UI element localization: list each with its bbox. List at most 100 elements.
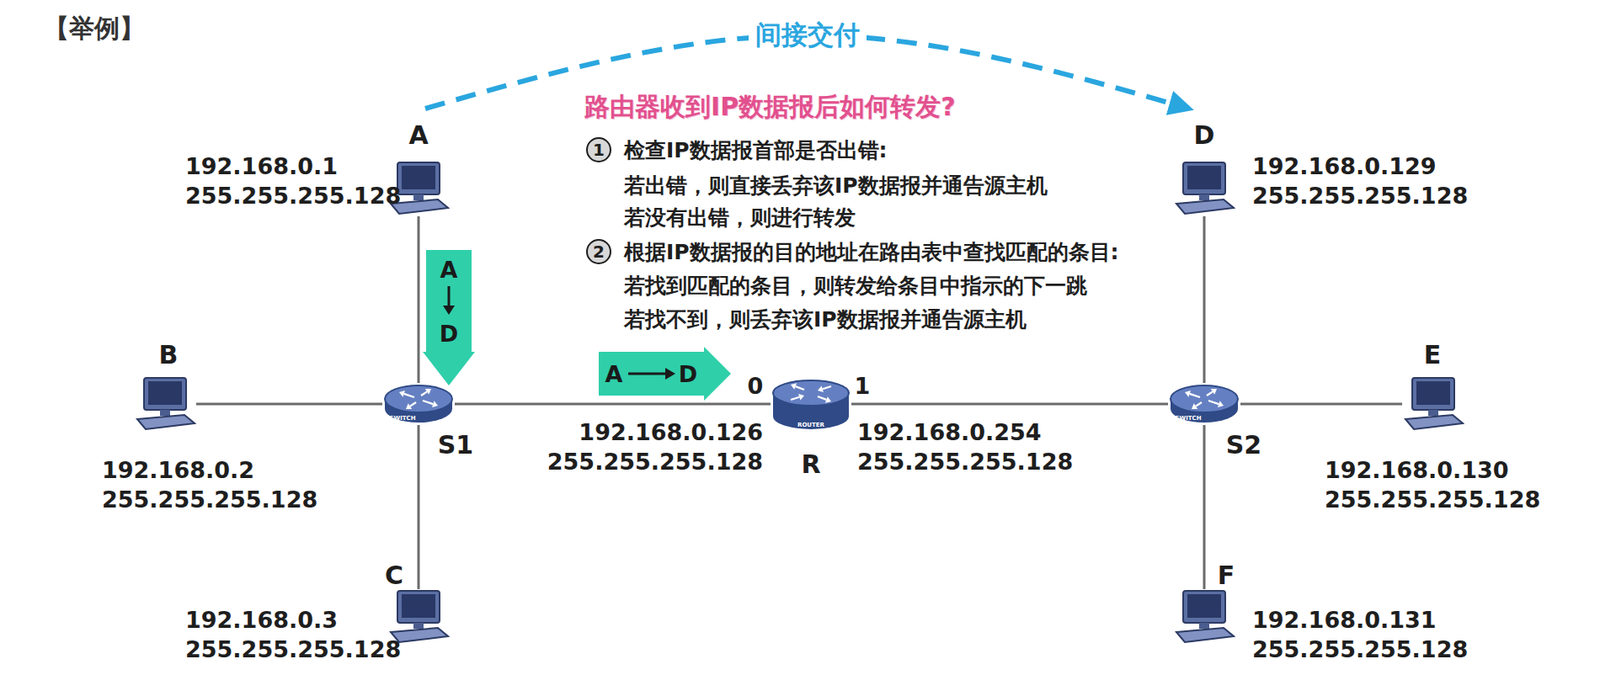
link-line (417, 425, 421, 590)
packet-head (422, 352, 475, 386)
host-name: D (1194, 120, 1216, 150)
link-line (851, 403, 1168, 406)
monitor (1183, 591, 1226, 624)
link-line (196, 403, 383, 406)
packet-arrow-vertical (422, 250, 475, 386)
monitor (397, 162, 440, 195)
device-name: S2 (1226, 430, 1262, 460)
icon-arrow (1195, 402, 1202, 407)
packet-body (598, 352, 704, 396)
icon-arrow-tip (1210, 389, 1217, 395)
icon-arrow-tip (1184, 390, 1191, 398)
packet-arrow-tip (442, 305, 455, 315)
edge-label: 间接交付 (748, 17, 867, 54)
icon-arrow (795, 386, 805, 390)
link-line (1203, 425, 1206, 590)
step-number: 1 (586, 137, 612, 163)
host-name: E (1424, 340, 1442, 370)
icon-arrow-tip (790, 383, 797, 390)
host-address: 192.168.0.3 255.255.255.128 (185, 605, 401, 665)
step-text: 若找不到，则丢弃该IP数据报并通告源主机 (624, 305, 1027, 334)
monitor-neck (413, 194, 424, 201)
host-name: A (408, 120, 428, 150)
host-address: 192.168.0.1 255.255.255.128 (185, 151, 401, 211)
keyboard-base (137, 415, 195, 430)
host: E192.168.0.130 255.255.255.128 (1402, 376, 1465, 432)
packet-body (426, 250, 472, 353)
step-text: 若找到匹配的条目，则转发给条目中指示的下一跳 (624, 272, 1088, 300)
icon-arrow (1208, 400, 1219, 405)
icon-arrow-tip (817, 385, 824, 393)
icon-arrow (790, 397, 800, 400)
icon-arrow-tip (399, 390, 406, 398)
device-name: R (800, 449, 821, 480)
screen (1187, 165, 1222, 190)
icon-arrow-tip (425, 389, 432, 395)
monitor-neck (160, 410, 171, 416)
title: 【举例】 (43, 11, 145, 47)
interface-address: 192.168.0.254 255.255.255.128 (857, 417, 1073, 477)
monitor (1412, 378, 1455, 411)
icon-arrow-tip (405, 403, 412, 410)
packet-text: A (605, 361, 624, 388)
icon-arrow (410, 402, 416, 407)
packet-text: A (440, 256, 459, 283)
icon-arrow-tip (825, 396, 832, 403)
screen (1416, 381, 1451, 406)
link-line (454, 403, 771, 406)
step-text: 若没有出错，则进行转发 (624, 203, 856, 232)
host-name: F (1217, 560, 1236, 591)
host: D192.168.0.129 255.255.255.128 (1173, 160, 1236, 217)
monitor-neck (1199, 623, 1210, 630)
icon-arrow (817, 396, 827, 400)
packet-arrow-tip (665, 368, 676, 380)
host-address: 192.168.0.131 255.255.255.128 (1252, 605, 1468, 665)
host: B192.168.0.2 255.255.255.128 (133, 376, 197, 432)
packet-arrow-line (448, 286, 451, 307)
screen (148, 381, 182, 406)
screen (401, 594, 436, 619)
host-address: 192.168.0.2 255.255.255.128 (101, 455, 318, 515)
screen (1187, 594, 1222, 619)
icon-arrow (822, 386, 832, 390)
keyboard-base (1176, 199, 1234, 214)
pc-icon (1402, 376, 1465, 432)
monitor-neck (413, 623, 424, 630)
port-number: 0 (747, 373, 764, 400)
monitor-neck (1199, 194, 1210, 201)
link-line (1203, 216, 1206, 384)
keyboard-base (1176, 628, 1234, 643)
pc-icon (133, 376, 197, 432)
device-name: S1 (437, 430, 474, 460)
screen (401, 165, 436, 190)
host-address: 192.168.0.130 255.255.255.128 (1324, 455, 1541, 515)
packet-text: D (439, 320, 459, 347)
switch-top (1170, 385, 1238, 413)
icon-arrow (1189, 394, 1200, 398)
packet-text: D (678, 361, 698, 388)
question-heading: 路由器收到IP数据报后如何转发? (584, 90, 956, 125)
interface-address: 192.168.0.126 255.255.255.128 (547, 417, 763, 477)
monitor (1183, 162, 1226, 195)
packet-arrow-line (628, 373, 667, 376)
packet-head (704, 346, 731, 401)
router-top (773, 380, 849, 406)
host: C192.168.0.3 255.255.255.128 (387, 589, 450, 646)
icon-arrow-tip (798, 394, 805, 401)
step-text: 检查IP数据报首部是否出错: (624, 136, 888, 165)
step-text: 根据IP数据报的目的地址在路由表中查找匹配的条目: (624, 238, 1120, 267)
packet-arrow-horizontal (598, 346, 731, 401)
host-name: C (384, 560, 404, 591)
icon-arrow-tip (432, 400, 438, 408)
host-name: B (159, 340, 179, 370)
host: F192.168.0.131 255.255.255.128 (1173, 589, 1236, 646)
link-line (417, 216, 421, 384)
icon-arrow (421, 391, 427, 396)
monitor (397, 591, 440, 624)
pc-icon (1173, 589, 1236, 646)
monitor (144, 378, 187, 411)
link-line (1240, 403, 1403, 406)
step-text: 若出错，则直接丢弃该IP数据报并通告源主机 (624, 171, 1048, 200)
host-address: 192.168.0.129 255.255.255.128 (1252, 151, 1468, 211)
